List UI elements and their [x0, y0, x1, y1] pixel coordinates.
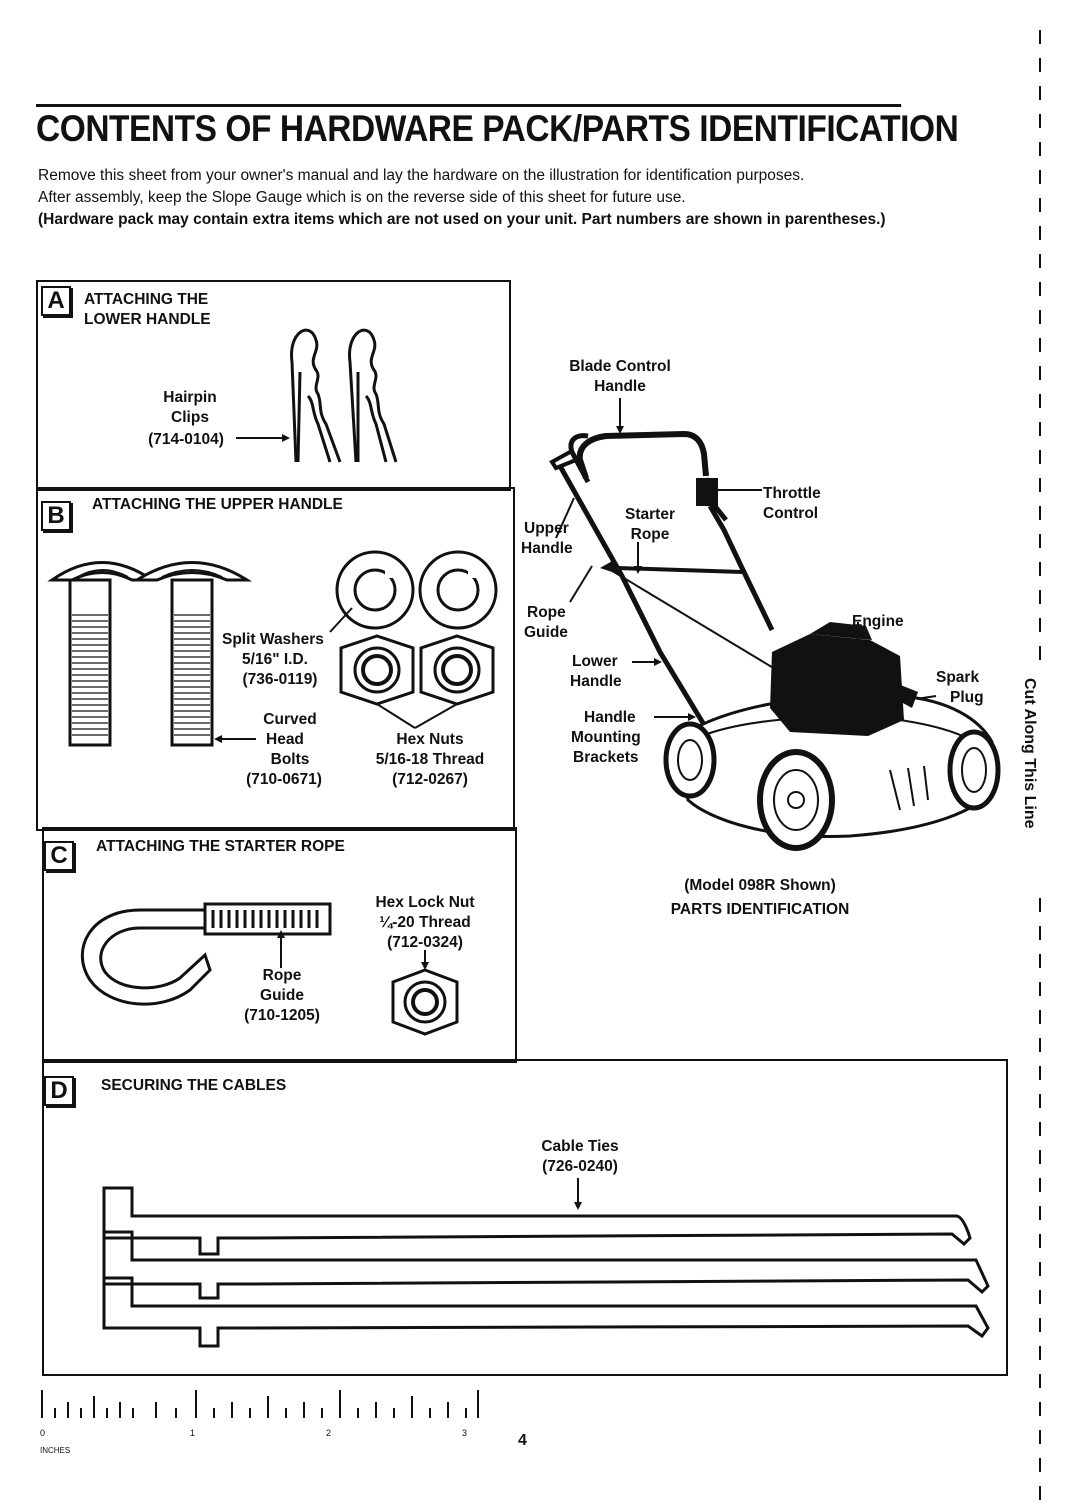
- section-d-box: [42, 1059, 1008, 1376]
- section-d-title: SECURING THE CABLES: [101, 1077, 287, 1094]
- spark-plug-label-1: Spark: [936, 669, 980, 686]
- intro-line-1: Remove this sheet from your owner's manu…: [38, 167, 805, 184]
- rope-guide-part-number: (710-1205): [244, 1007, 320, 1024]
- washer-label-2: 5/16" I.D.: [242, 651, 308, 668]
- engine-label: Engine: [852, 613, 904, 630]
- cable-ties-label: Cable Ties: [541, 1138, 619, 1155]
- hex-lock-nut-illustration: [391, 950, 459, 1036]
- bolt-label-2: Head: [266, 731, 304, 748]
- section-a-box: [36, 280, 511, 491]
- section-a-title-line2: LOWER HANDLE: [84, 311, 211, 328]
- rope-guide-label-2: Guide: [260, 987, 304, 1004]
- blade-control-label-1: Blade Control: [569, 358, 671, 375]
- blade-control-label-2: Handle: [594, 378, 646, 395]
- hairpin-clips-illustration: [236, 328, 398, 463]
- model-caption: (Model 098R Shown): [684, 877, 836, 894]
- page-number: 4: [518, 1432, 527, 1449]
- locknut-label-2: ¼-20 Thread: [379, 914, 471, 931]
- cable-ties-illustration: [102, 1178, 990, 1348]
- ruler-tick-0: 0: [40, 1428, 46, 1438]
- section-b-box: [36, 487, 515, 831]
- hex-nuts-illustration: [339, 634, 495, 729]
- hairpin-label-2: Clips: [171, 409, 209, 426]
- nut-part-number: (712-0267): [392, 771, 468, 788]
- section-b-title: ATTACHING THE UPPER HANDLE: [92, 496, 343, 513]
- washer-part-number: (736-0119): [242, 671, 318, 688]
- bolt-label-1: Curved: [263, 711, 317, 728]
- starter-rope-label-2: Rope: [630, 526, 670, 543]
- lawn-mower-illustration: [549, 398, 1001, 851]
- split-washers-illustration: [329, 550, 498, 633]
- hairpin-part-number: (714-0104): [148, 431, 224, 448]
- section-a-letter: A: [41, 286, 71, 316]
- cut-along-line-label: Cut Along This Line: [1021, 678, 1038, 829]
- page-title: CONTENTS OF HARDWARE PACK/PARTS IDENTIFI…: [36, 104, 959, 151]
- cable-ties-part-number: (726-0240): [542, 1158, 618, 1175]
- starter-rope-label-1: Starter: [625, 506, 675, 523]
- parts-identification-caption: PARTS IDENTIFICATION: [670, 901, 850, 918]
- curved-head-bolts-illustration: [47, 561, 256, 747]
- intro-text: Remove this sheet from your owner's manu…: [38, 165, 998, 231]
- section-c-letter: C: [44, 841, 74, 871]
- ruler-tick-1: 1: [190, 1428, 196, 1438]
- spark-plug-label-2: Plug: [950, 689, 984, 706]
- section-d-letter: D: [44, 1076, 74, 1106]
- rope-guide-label-1: Rope: [262, 967, 302, 984]
- throttle-label-2: Control: [763, 505, 819, 522]
- locknut-part-number: (712-0324): [387, 934, 463, 951]
- section-c-title: ATTACHING THE STARTER ROPE: [96, 838, 345, 855]
- inch-ruler: [41, 1390, 479, 1418]
- hairpin-label-1: Hairpin: [163, 389, 217, 406]
- rope-guide-illustration: [80, 902, 332, 1006]
- lower-handle-label-2: Handle: [570, 673, 622, 690]
- section-b-letter: B: [41, 501, 71, 531]
- intro-line-2: After assembly, keep the Slope Gauge whi…: [38, 189, 686, 206]
- cut-line-dashes: [1039, 30, 1041, 1500]
- washer-label-1: Split Washers: [222, 631, 324, 648]
- locknut-label-1: Hex Lock Nut: [375, 894, 475, 911]
- brackets-label-1: Handle: [584, 709, 636, 726]
- intro-note: (Hardware pack may contain extra items w…: [38, 211, 886, 228]
- bolt-label-3: Bolts: [270, 751, 310, 768]
- ruler-tick-3: 3: [462, 1428, 468, 1438]
- ruler-unit: INCHES: [40, 1446, 71, 1455]
- rope-guide-mower-label-2: Guide: [524, 624, 568, 641]
- brackets-label-2: Mounting: [571, 729, 641, 746]
- upper-handle-label-2: Handle: [521, 540, 573, 557]
- throttle-label-1: Throttle: [763, 485, 821, 502]
- nut-label-2: 5/16-18 Thread: [375, 751, 485, 768]
- section-a-title-line1: ATTACHING THE: [84, 291, 209, 308]
- lower-handle-label-1: Lower: [572, 653, 618, 670]
- brackets-label-3: Brackets: [573, 749, 639, 766]
- ruler-tick-2: 2: [326, 1428, 332, 1438]
- rope-guide-mower-label-1: Rope: [527, 604, 566, 621]
- bolt-part-number: (710-0671): [246, 771, 322, 788]
- nut-label-1: Hex Nuts: [396, 731, 464, 748]
- section-c-box: [42, 827, 517, 1063]
